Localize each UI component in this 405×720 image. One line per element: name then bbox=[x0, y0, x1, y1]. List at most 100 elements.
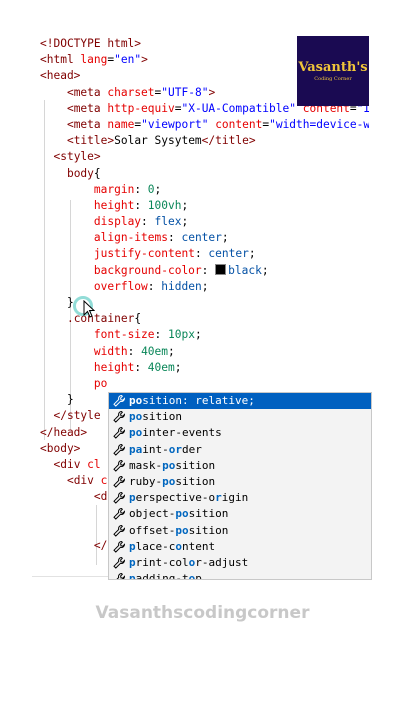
code-token bbox=[40, 361, 94, 374]
code-token: background-color bbox=[93, 263, 202, 277]
code-token: ; bbox=[201, 279, 209, 293]
autocomplete-item[interactable]: perspective-origin bbox=[109, 490, 371, 506]
indent-guide bbox=[70, 200, 71, 430]
code-token: : bbox=[134, 182, 148, 196]
code-line: } bbox=[40, 295, 369, 311]
code-token: 10px bbox=[168, 328, 195, 342]
code-token: ; bbox=[181, 215, 189, 229]
code-token bbox=[40, 134, 67, 147]
autocomplete-item[interactable]: print-color-adjust bbox=[109, 555, 371, 571]
code-token: "X-UA-Compatible" bbox=[181, 101, 296, 115]
code-line: font-size: 10px; bbox=[40, 327, 369, 343]
autocomplete-item[interactable]: paint-order bbox=[109, 442, 371, 458]
autocomplete-item[interactable]: pointer-events bbox=[109, 425, 371, 441]
autocomplete-item[interactable]: ruby-position bbox=[109, 474, 371, 490]
code-line: width: 40em; bbox=[40, 344, 369, 360]
code-text[interactable]: <!DOCTYPE html><html lang="en"><head> <m… bbox=[40, 36, 369, 554]
code-token: </style bbox=[53, 409, 101, 423]
match-highlight: po bbox=[129, 410, 143, 424]
autocomplete-label: perspective-origin bbox=[129, 491, 249, 505]
code-token: width bbox=[93, 344, 128, 358]
autocomplete-item[interactable]: offset-position bbox=[109, 523, 371, 539]
code-token: margin bbox=[93, 182, 135, 196]
code-token: center bbox=[181, 231, 222, 245]
code-token bbox=[40, 377, 94, 390]
code-token: 0 bbox=[147, 182, 155, 196]
code-token bbox=[40, 458, 53, 471]
code-token bbox=[40, 280, 94, 293]
code-token: hidden bbox=[161, 279, 202, 293]
code-token: } bbox=[66, 393, 74, 407]
code-token: cl bbox=[87, 457, 101, 471]
watermark-text: Vasanthscodingcorner bbox=[95, 603, 310, 623]
code-token bbox=[40, 345, 94, 358]
code-line: align-items: center; bbox=[40, 230, 369, 246]
code-token bbox=[40, 150, 53, 163]
autocomplete-item[interactable]: position: relative; bbox=[109, 393, 371, 410]
code-token: po bbox=[93, 376, 108, 390]
code-token: ; bbox=[174, 360, 182, 374]
autocomplete-item[interactable]: position bbox=[109, 409, 371, 425]
autocomplete-label: position: relative; bbox=[129, 393, 255, 409]
code-token: "en" bbox=[114, 53, 142, 67]
autocomplete-item[interactable]: place-content bbox=[109, 539, 371, 555]
code-line: margin: 0; bbox=[40, 182, 369, 198]
code-line: <!DOCTYPE html> bbox=[40, 36, 369, 52]
code-token: ; bbox=[181, 198, 189, 212]
code-token: <d bbox=[93, 490, 108, 504]
code-token: = bbox=[262, 117, 270, 131]
code-token bbox=[40, 409, 53, 422]
code-token: "UTF-8" bbox=[161, 85, 209, 99]
code-token: <meta bbox=[66, 85, 108, 99]
code-line: po bbox=[40, 376, 369, 392]
code-token: : bbox=[141, 215, 155, 229]
code-token: 100vh bbox=[147, 198, 182, 212]
code-token: align-items bbox=[93, 231, 168, 245]
code-token: lang bbox=[80, 53, 108, 67]
code-token: ; bbox=[154, 182, 162, 196]
code-token: content bbox=[215, 117, 263, 131]
code-token: { bbox=[93, 166, 101, 180]
code-token bbox=[40, 86, 67, 99]
code-token bbox=[40, 231, 94, 244]
autocomplete-item[interactable]: padding-top bbox=[109, 571, 371, 579]
wrench-icon bbox=[112, 459, 126, 473]
code-token: black bbox=[228, 263, 262, 277]
code-token: > bbox=[141, 53, 148, 67]
logo-subtitle: Coding Corner bbox=[314, 76, 352, 82]
click-indicator bbox=[73, 296, 93, 316]
wrench-icon bbox=[112, 410, 126, 424]
code-token: > bbox=[208, 85, 216, 99]
code-line: </ bbox=[40, 538, 369, 554]
code-token: height bbox=[93, 198, 135, 212]
code-line: height: 40em; bbox=[40, 360, 369, 376]
code-token: c bbox=[100, 474, 108, 488]
code-line: background-color: black; bbox=[40, 263, 369, 279]
code-token: <div bbox=[66, 474, 101, 488]
code-token: overflow bbox=[93, 279, 148, 293]
code-token: </ bbox=[93, 538, 108, 552]
code-token bbox=[40, 199, 94, 212]
code-token: = bbox=[134, 117, 142, 131]
autocomplete-item[interactable]: object-position bbox=[109, 506, 371, 522]
code-token: { bbox=[134, 312, 142, 326]
code-token: <head> bbox=[40, 69, 81, 83]
autocomplete-item[interactable]: mask-position bbox=[109, 458, 371, 474]
code-token: ; bbox=[168, 344, 175, 358]
code-token: </title> bbox=[201, 134, 256, 148]
code-token: ; bbox=[261, 263, 269, 277]
code-token: : bbox=[134, 360, 148, 374]
code-token: <body> bbox=[40, 441, 81, 455]
autocomplete-label: object-position bbox=[129, 507, 229, 521]
match-highlight: po bbox=[129, 426, 143, 440]
code-token: http-equiv bbox=[107, 101, 175, 115]
mouse-pointer-icon bbox=[83, 300, 95, 318]
code-line: <meta name="viewport" content="width=dev… bbox=[40, 117, 369, 133]
code-line: display: flex; bbox=[40, 214, 369, 230]
wrench-icon bbox=[112, 556, 126, 570]
code-line: } bbox=[40, 392, 369, 408]
code-token: : bbox=[201, 263, 216, 277]
code-token bbox=[40, 328, 94, 341]
code-token: body bbox=[66, 166, 94, 180]
